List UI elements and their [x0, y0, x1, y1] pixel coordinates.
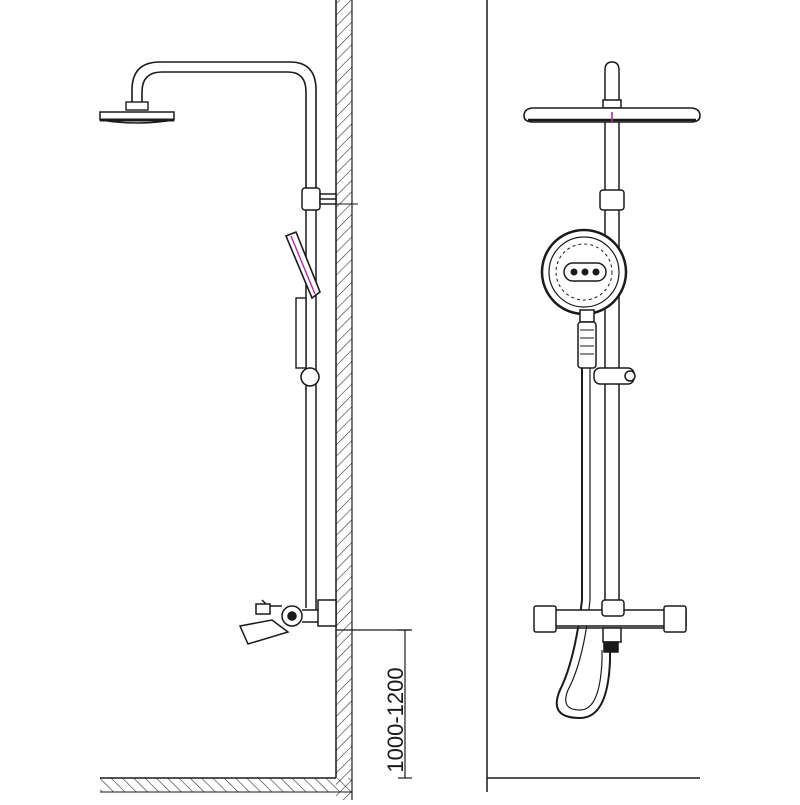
front-hand-shower	[540, 228, 628, 369]
front-top-bracket	[599, 189, 625, 211]
side-wall	[335, 0, 353, 800]
side-shower-arm	[131, 61, 317, 188]
front-thermostatic-mixer	[533, 599, 687, 653]
front-overhead-shower-head	[523, 107, 701, 123]
front-hose	[555, 368, 611, 720]
front-slider	[593, 367, 636, 385]
side-view: 1000-1200	[99, 0, 412, 800]
front-hose-inner	[565, 368, 603, 711]
side-top-bracket	[301, 187, 358, 211]
side-height-dimension	[336, 629, 412, 779]
side-mixer-valve	[238, 599, 337, 645]
front-frame	[486, 0, 700, 792]
side-floor	[100, 777, 352, 793]
side-overhead-shower-head	[99, 101, 175, 124]
side-slider-knob	[300, 367, 320, 387]
front-top-pipe	[602, 61, 622, 109]
side-hand-shower	[284, 230, 321, 369]
height-label: 1000-1200	[383, 667, 408, 772]
front-view	[486, 0, 701, 792]
